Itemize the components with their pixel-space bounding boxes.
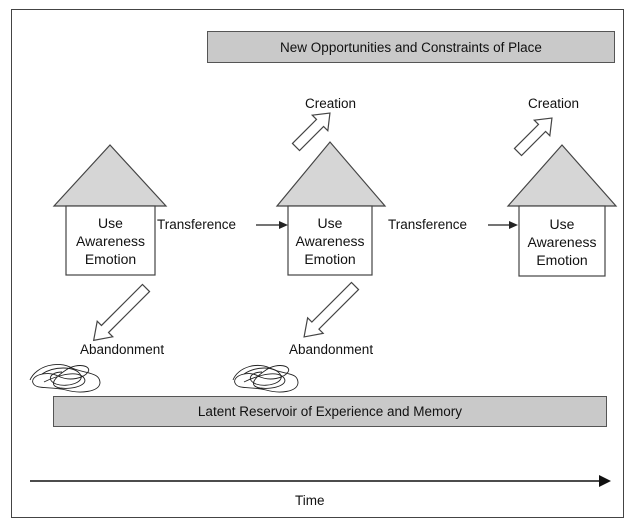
scribble-icon	[232, 365, 299, 393]
house-text-line: Use	[549, 215, 575, 232]
hollow-arrow-down-left-icon	[92, 283, 151, 342]
creation-label: Creation	[528, 96, 580, 111]
house-3	[506, 144, 618, 277]
house-text-line: Awareness	[527, 233, 597, 250]
house-text-line: Emotion	[84, 251, 137, 267]
house-3-body	[518, 205, 606, 277]
house-2-roof	[275, 141, 387, 207]
house-text-line: Emotion	[536, 251, 588, 268]
hollow-arrow-up-right-icon	[291, 112, 331, 152]
house-2-text: Use Awareness Emotion	[288, 208, 372, 274]
top-bar: New Opportunities and Constraints of Pla…	[207, 31, 615, 63]
house-1-roof	[52, 144, 168, 207]
house-text-line: Use	[98, 215, 123, 231]
house-1-text: Use Awareness Emotion	[66, 208, 155, 274]
abandonment-label: Abandonment	[80, 342, 165, 357]
abandonment-label: Abandonment	[289, 342, 374, 357]
house-1-body	[65, 205, 156, 276]
house-2	[275, 141, 387, 276]
house-text-line: Awareness	[295, 233, 365, 249]
bottom-bar: Latent Reservoir of Experience and Memor…	[53, 396, 607, 427]
hollow-arrow-up-right-icon	[513, 117, 553, 157]
house-2-body	[287, 205, 373, 276]
transference-label: Transference	[388, 217, 468, 232]
house-1	[52, 144, 168, 276]
house-text-line: Awareness	[75, 233, 145, 249]
time-axis	[30, 475, 611, 487]
time-label: Time	[295, 493, 325, 508]
scribble-icon	[29, 364, 101, 393]
transference-label: Transference	[157, 217, 237, 232]
creation-label: Creation	[305, 96, 357, 111]
frame	[11, 9, 624, 518]
house-text-line: Use	[317, 215, 343, 231]
house-3-text: Use Awareness Emotion	[519, 208, 605, 275]
arrow-right-icon	[488, 221, 518, 229]
arrow-right-icon	[256, 221, 288, 229]
hollow-arrow-down-left-icon	[303, 281, 360, 338]
house-text-line: Emotion	[304, 251, 356, 267]
house-3-roof	[506, 144, 618, 207]
